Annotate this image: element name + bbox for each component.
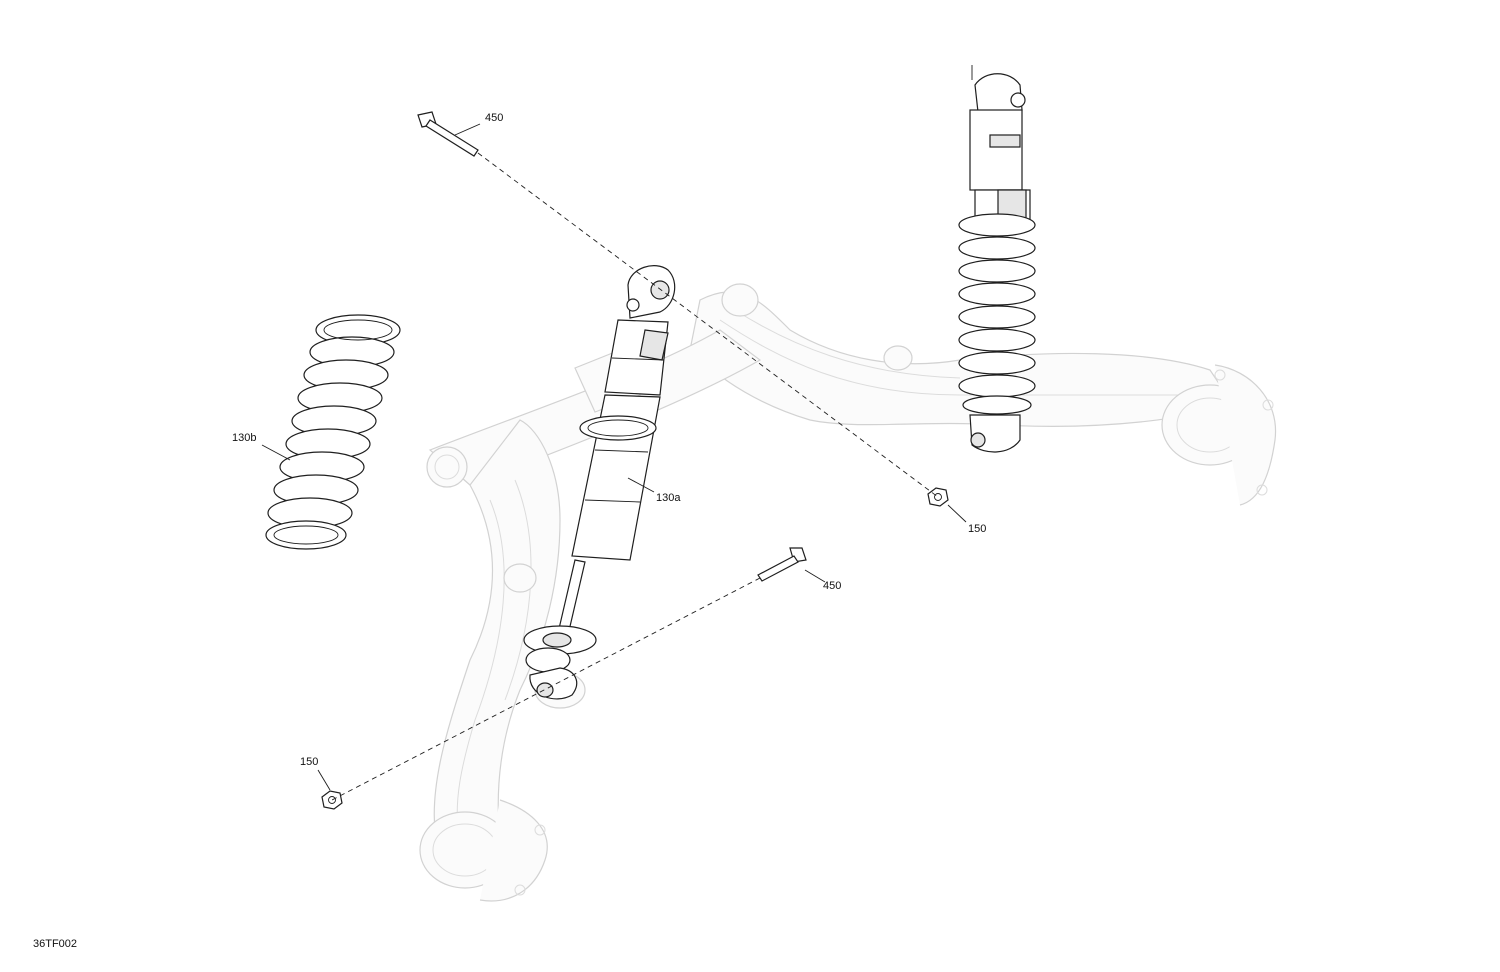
front-shock-absorber	[523, 265, 676, 700]
coil-spring	[265, 314, 401, 550]
rear-shock-assembly	[958, 65, 1036, 453]
bolt-bottom	[757, 547, 807, 582]
callout-nut-right[interactable]: 150	[968, 523, 987, 535]
suspension-arm-context	[419, 283, 1277, 902]
callout-nut-left[interactable]: 150	[300, 756, 319, 768]
callout-bolt-top[interactable]: 450	[485, 112, 504, 124]
bolt-top	[417, 111, 479, 157]
assembly-lines	[331, 152, 939, 801]
nut-right	[927, 487, 949, 507]
callout-shock-front[interactable]: 130a	[656, 492, 681, 504]
nut-left	[321, 790, 343, 810]
figure-code: 36TF002	[33, 938, 78, 950]
callout-bolt-bottom[interactable]: 450	[823, 580, 842, 592]
leader-lines	[261, 123, 967, 791]
callout-spring[interactable]: 130b	[232, 432, 257, 444]
